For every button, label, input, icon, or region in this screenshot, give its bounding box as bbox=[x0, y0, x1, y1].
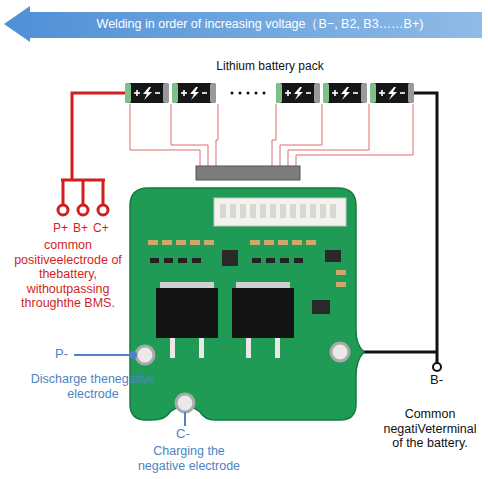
negative-wire bbox=[349, 93, 437, 363]
note-text: Charging the negative electrode bbox=[130, 444, 248, 473]
negative-terminal bbox=[433, 363, 441, 371]
pin-label: B- bbox=[430, 373, 443, 388]
battery-cells bbox=[125, 83, 414, 103]
battery-cell bbox=[323, 83, 367, 103]
banner-arrow bbox=[4, 6, 482, 42]
note-text: common positiveelectrode of thebattery, … bbox=[12, 238, 124, 311]
ellipsis-dot bbox=[231, 92, 234, 95]
mosfets bbox=[156, 282, 294, 358]
board-pads bbox=[136, 343, 349, 412]
battery-cell bbox=[125, 83, 169, 103]
ellipsis-dot bbox=[255, 92, 258, 95]
bms-board bbox=[130, 188, 364, 420]
note-text: Common negatiVeterminal of the battery. bbox=[378, 407, 482, 451]
battery-cell bbox=[370, 83, 414, 103]
pack-heading: Lithium battery pack bbox=[122, 59, 418, 74]
battery-cell bbox=[276, 83, 320, 103]
terminal-label: P+ bbox=[53, 221, 68, 236]
positive-terminals bbox=[58, 205, 108, 215]
terminal-label: B+ bbox=[73, 221, 88, 236]
balance-connector bbox=[214, 198, 346, 226]
battery-pack: Lithium battery pack bbox=[122, 80, 418, 106]
note-text: Discharge thenegative electrode bbox=[18, 372, 168, 401]
connector-pins bbox=[220, 204, 336, 218]
pin-label: P- bbox=[55, 347, 68, 362]
banner-title: Welding in order of increasing voltage（B… bbox=[40, 16, 480, 32]
pin-label: C- bbox=[176, 427, 190, 442]
positive-wire bbox=[61, 93, 125, 205]
ellipsis-dot bbox=[263, 92, 266, 95]
ellipsis-dot bbox=[247, 92, 250, 95]
cable-plug bbox=[196, 166, 300, 180]
ellipsis-dot bbox=[239, 92, 242, 95]
battery-cell bbox=[172, 83, 216, 103]
balance-wires bbox=[130, 104, 413, 168]
terminal-label: C+ bbox=[93, 221, 109, 236]
